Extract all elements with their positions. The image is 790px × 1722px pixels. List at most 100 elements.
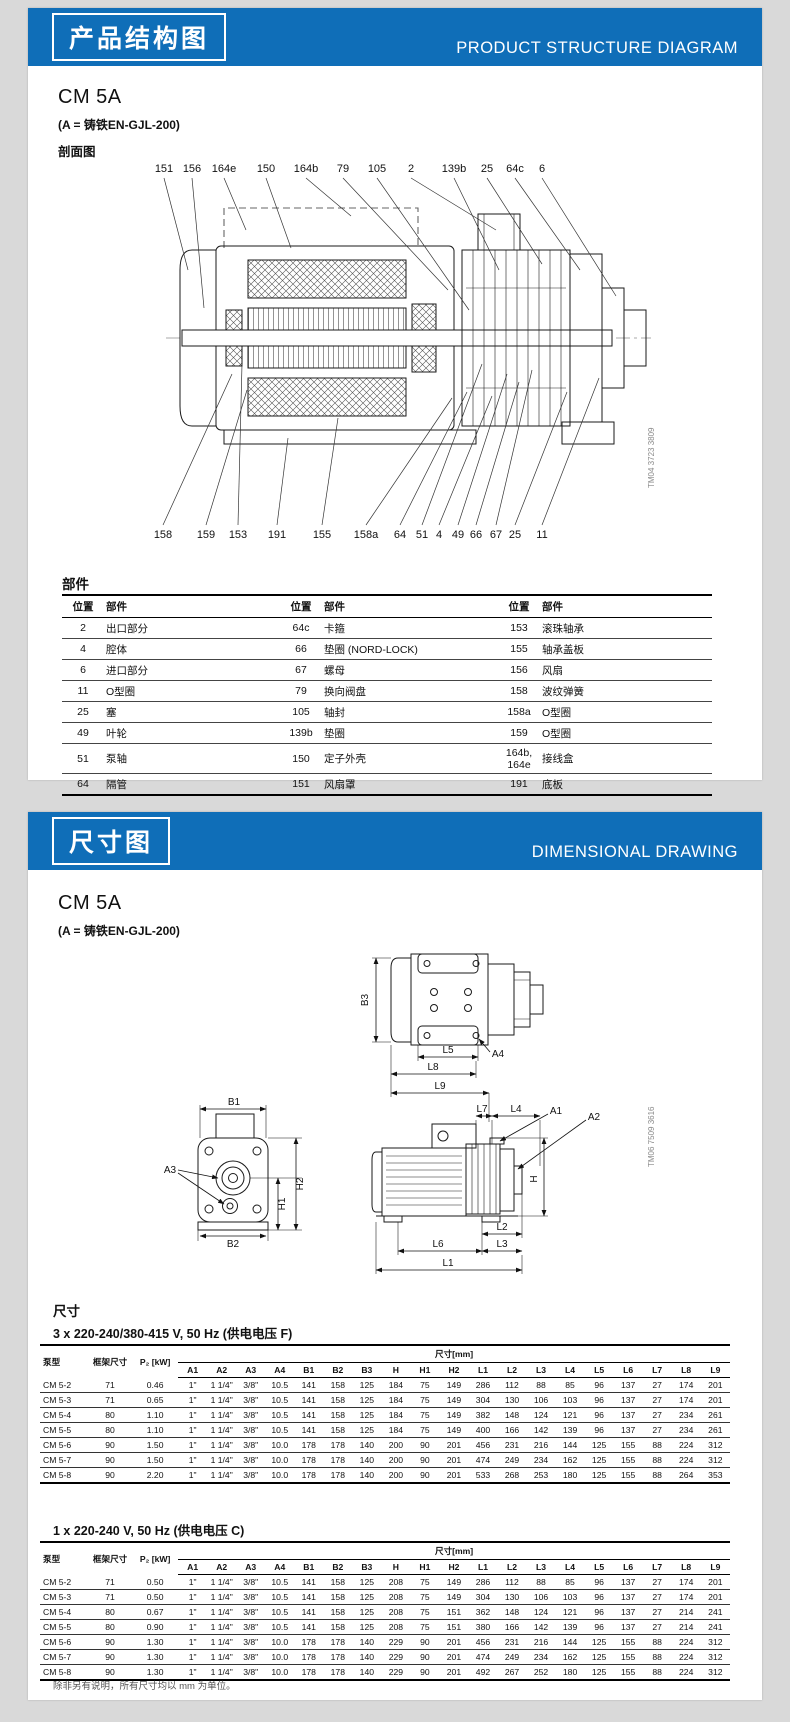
- dim-value-cell: 201: [439, 1437, 469, 1453]
- dim-value-cell: 141: [294, 1574, 324, 1590]
- dim-label-b1: B1: [228, 1097, 241, 1108]
- dim-value-cell: 75: [410, 1422, 440, 1438]
- dim-value-cell: 474: [468, 1649, 498, 1665]
- dim-value-cell: 252: [533, 1667, 549, 1677]
- top-view: [390, 953, 544, 1046]
- parts-heading: 部件: [62, 577, 89, 592]
- dim-value-cell: 149: [439, 1392, 469, 1408]
- dim-value-cell: 158: [323, 1619, 353, 1635]
- dim-value-cell: 286: [468, 1574, 498, 1590]
- dim-value-cell: 151: [439, 1619, 469, 1635]
- dim-value-cell: 75: [410, 1619, 440, 1635]
- dim-value-cell: 174: [671, 1392, 701, 1408]
- leader-line: [237, 363, 243, 526]
- dim-value-cell: 201: [700, 1377, 730, 1393]
- dim-value-cell: 201: [446, 1470, 462, 1480]
- dim-value-cell: 0.67: [132, 1604, 179, 1620]
- leader-line: [365, 397, 453, 526]
- dim-value-cell: 85: [555, 1574, 585, 1590]
- col-header-h1: H1: [410, 1362, 440, 1378]
- dim-value-cell: 286: [468, 1377, 498, 1393]
- part-name: 隔管: [104, 773, 280, 796]
- leader-line: [438, 395, 493, 526]
- dim-value-cell: 90: [88, 1437, 133, 1453]
- leader-line: [514, 177, 581, 271]
- col-header-h2: H2: [439, 1559, 469, 1575]
- col-header-a4: A4: [265, 1559, 295, 1575]
- part-position: 153: [498, 617, 540, 639]
- dim-value-cell: 174: [671, 1589, 701, 1605]
- dim-value-cell: 241: [700, 1619, 730, 1635]
- col-header-l2: L2: [497, 1559, 527, 1575]
- dim-value-cell: 0.90: [132, 1619, 179, 1635]
- dim-value-cell: 1": [178, 1377, 208, 1393]
- structure-header-band: 产品结构图 PRODUCT STRUCTURE DIAGRAM: [28, 8, 762, 66]
- dim-value-cell: 474: [468, 1452, 498, 1468]
- col-header-l7: L7: [642, 1559, 672, 1575]
- leader-line: [399, 391, 468, 526]
- dim-value-cell: 1": [188, 1667, 197, 1677]
- dimensional-drawing: B3 L5 A4 L8 L9: [146, 942, 686, 1297]
- dim-value-cell: 200: [381, 1437, 411, 1453]
- dim-value-cell: 96: [584, 1589, 614, 1605]
- dim-value-cell: 148: [497, 1604, 527, 1620]
- dim-value-cell: 178: [294, 1437, 324, 1453]
- structure-section: 产品结构图 PRODUCT STRUCTURE DIAGRAM CM 5A (A…: [28, 8, 762, 796]
- dim-value-cell: 166: [497, 1619, 527, 1635]
- callout-label: 156: [183, 163, 201, 175]
- dim-value-cell: 96: [584, 1604, 614, 1620]
- part-position: 155: [498, 638, 540, 660]
- dim-label-l9: L9: [434, 1081, 446, 1092]
- dim-value-cell: 184: [381, 1407, 411, 1423]
- dim-value-cell: 234: [671, 1422, 701, 1438]
- dim-value-cell: 75: [410, 1407, 440, 1423]
- dim-value-cell: 1": [178, 1437, 208, 1453]
- dimension-section: 尺寸图 DIMENSIONAL DRAWING CM 5A (A = 铸铁EN-…: [28, 812, 762, 1700]
- dim-label-h2: H2: [295, 1177, 306, 1190]
- part-position: 158a: [498, 701, 540, 723]
- dim-value-cell: 158: [323, 1589, 353, 1605]
- pump-type-cell: CM 5-7: [40, 1649, 89, 1665]
- dim-value-cell: 90: [410, 1452, 440, 1468]
- col-header-b2: B2: [323, 1362, 353, 1378]
- dim-value-cell: 137: [613, 1392, 643, 1408]
- dim-value-cell: 27: [642, 1619, 672, 1635]
- col-header-l8: L8: [671, 1559, 701, 1575]
- dim-label-l6: L6: [432, 1239, 444, 1250]
- dim-value-cell: 141: [294, 1604, 324, 1620]
- dim-value-cell: 3/8": [236, 1649, 266, 1665]
- part-position: 79: [280, 680, 322, 702]
- dim-value-cell: 10.5: [265, 1589, 295, 1605]
- dim-value-cell: 178: [330, 1667, 345, 1677]
- dim-value-cell: 158: [323, 1407, 353, 1423]
- col-header-b3: B3: [352, 1362, 382, 1378]
- col-header-l6: L6: [613, 1559, 643, 1575]
- col-header-l1: L1: [468, 1362, 498, 1378]
- dim-value-cell: 88: [526, 1574, 556, 1590]
- dim-label-h1: H1: [277, 1197, 288, 1210]
- dim-value-cell: 125: [591, 1470, 607, 1480]
- part-position: 191: [498, 773, 540, 796]
- dims-heading: 尺寸: [53, 1304, 80, 1319]
- callout-label: 150: [257, 163, 275, 175]
- part-position: 67: [280, 659, 322, 681]
- leader-line: [321, 417, 339, 526]
- col-header-dims-mm: 尺寸[mm]: [178, 1542, 730, 1560]
- dim-value-cell: 125: [352, 1574, 382, 1590]
- dim-value-cell: 112: [497, 1377, 527, 1393]
- col-header-h: H: [381, 1559, 411, 1575]
- dim-value-cell: 224: [671, 1437, 701, 1453]
- pump-type-cell: CM 5-4: [40, 1407, 89, 1423]
- dim-value-cell: 208: [381, 1604, 411, 1620]
- dim-value-cell: 10.0: [265, 1437, 295, 1453]
- col-header-b2: B2: [323, 1559, 353, 1575]
- part-position: 105: [280, 701, 322, 723]
- dim-value-cell: 3/8": [243, 1667, 259, 1677]
- dim-value-cell: 90: [420, 1667, 430, 1677]
